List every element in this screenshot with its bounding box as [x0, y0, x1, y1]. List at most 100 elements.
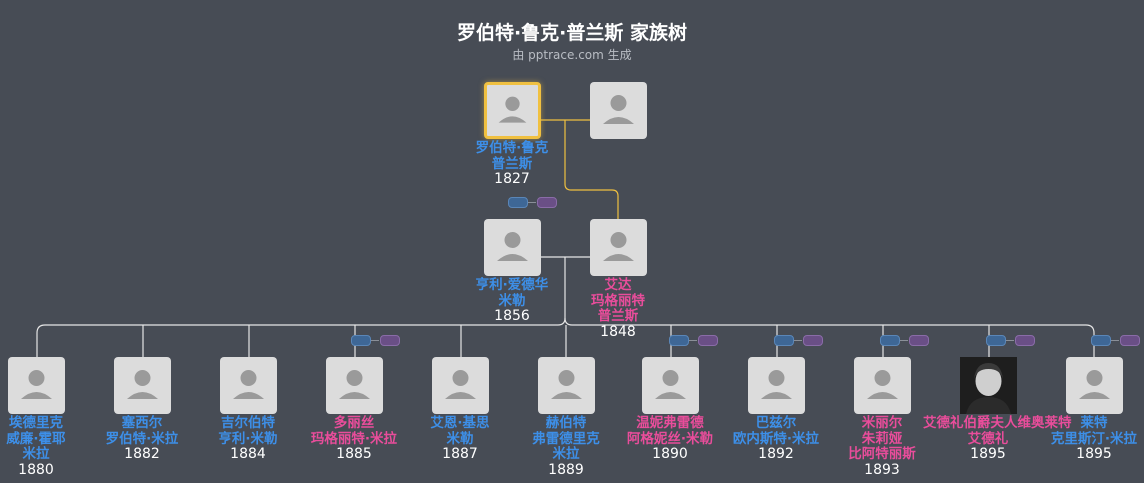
person-card-c8[interactable]: [748, 357, 805, 414]
person-card-robert-spouse[interactable]: [590, 82, 647, 139]
person-name-line: 多丽丝: [333, 415, 375, 431]
person-name-line: 艾恩·基思: [430, 415, 490, 431]
person-placeholder-icon: [603, 232, 634, 261]
person-placeholder-icon: [867, 370, 898, 399]
person-placeholder-icon: [603, 95, 634, 124]
person-card-c9[interactable]: [854, 357, 911, 414]
person-card-c3[interactable]: [220, 357, 277, 414]
person-card-c2[interactable]: [114, 357, 171, 414]
person-birth-year: 1893: [864, 461, 900, 478]
person-birth-year: 1895: [970, 446, 1006, 462]
person-name-line: 亨利·爱德华: [475, 277, 549, 293]
person-birth-year: 1889: [548, 461, 584, 478]
person-placeholder-icon: [445, 370, 476, 399]
person-name-line: 埃德里克: [9, 415, 63, 431]
child-branch-right: [564, 317, 1095, 357]
relation-toggle-purple[interactable]: [1120, 335, 1140, 346]
person-name-line: 玛格丽特·米拉: [310, 430, 398, 447]
person-name-line: 欧内斯特·米拉: [732, 430, 820, 447]
person-birth-year: 1827: [494, 171, 530, 187]
person-placeholder-icon: [127, 370, 158, 399]
person-birth-year: 1880: [18, 461, 54, 478]
person-name-line: 塞西尔: [121, 415, 163, 431]
person-card-henry[interactable]: [484, 219, 541, 276]
relation-toggle-link: [371, 340, 379, 341]
person-placeholder-icon: [761, 370, 792, 399]
relation-toggle-purple[interactable]: [803, 335, 823, 346]
person-card-c7[interactable]: [642, 357, 699, 414]
person-name-line: 米勒: [498, 292, 526, 309]
relation-toggle-link: [689, 340, 697, 341]
person-name-line: 温妮弗雷德: [636, 415, 704, 431]
person-name-line: 艾德礼: [967, 430, 1009, 447]
person-photo: [960, 357, 1017, 414]
page-subtitle: 由 pptrace.com 生成: [512, 48, 632, 62]
relation-toggle-link: [1111, 340, 1119, 341]
person-name-line: 赫伯特: [545, 415, 587, 431]
parent-line-robert-ada: [564, 120, 619, 219]
relation-toggle-purple[interactable]: [909, 335, 929, 346]
person-birth-year: 1882: [124, 446, 160, 462]
relation-toggle-blue[interactable]: [986, 335, 1006, 346]
relation-toggle-blue[interactable]: [774, 335, 794, 346]
relation-toggle-purple[interactable]: [380, 335, 400, 346]
person-placeholder-icon: [21, 370, 52, 399]
person-name-line: 比阿特丽斯: [848, 446, 916, 462]
person-birth-year: 1884: [230, 446, 266, 462]
person-placeholder-icon: [498, 96, 527, 123]
person-birth-year: 1892: [758, 446, 794, 462]
person-name-line: 克里斯汀·米拉: [1050, 430, 1138, 447]
person-card-ada[interactable]: [590, 219, 647, 276]
person-card-c1[interactable]: [8, 357, 65, 414]
person-birth-year: 1890: [652, 446, 688, 462]
person-name-line: 弗雷德里克: [532, 430, 600, 447]
person-name-line: 巴兹尔: [755, 415, 797, 431]
person-name-line: 玛格丽特: [591, 292, 645, 309]
person-name-line: 米拉: [22, 446, 50, 462]
person-name-line: 普兰斯: [597, 308, 639, 324]
person-name-line: 米勒: [446, 430, 474, 447]
relation-toggle-blue[interactable]: [1091, 335, 1111, 346]
person-birth-year: 1885: [336, 446, 372, 462]
person-placeholder-icon: [339, 370, 370, 399]
relation-toggle-blue[interactable]: [351, 335, 371, 346]
relation-toggle-purple[interactable]: [1015, 335, 1035, 346]
person-placeholder-icon: [497, 232, 528, 261]
person-name-line: 米丽尔: [861, 415, 903, 431]
relation-toggle-purple[interactable]: [698, 335, 718, 346]
person-card-c4[interactable]: [326, 357, 383, 414]
person-card-c11[interactable]: [1066, 357, 1123, 414]
person-name-line: 普兰斯: [491, 155, 533, 172]
person-card-c5[interactable]: [432, 357, 489, 414]
person-name-line: 米拉: [552, 446, 580, 462]
person-name-line: 莱特: [1080, 415, 1108, 431]
relation-toggle-blue[interactable]: [508, 197, 528, 208]
person-name-line: 艾达: [604, 277, 632, 293]
person-card-robert[interactable]: [484, 82, 541, 139]
person-birth-year: 1895: [1076, 446, 1112, 462]
person-birth-year: 1856: [494, 308, 530, 324]
person-placeholder-icon: [551, 370, 582, 399]
relation-toggle-purple[interactable]: [537, 197, 557, 208]
relation-toggle-link: [1006, 340, 1014, 341]
person-card-c6[interactable]: [538, 357, 595, 414]
relation-toggle-blue[interactable]: [669, 335, 689, 346]
person-name-line: 朱莉娅: [861, 430, 903, 447]
page-title: 罗伯特·鲁克·普兰斯 家族树: [456, 22, 688, 44]
relation-toggle-blue[interactable]: [880, 335, 900, 346]
person-card-c10[interactable]: [960, 357, 1017, 414]
